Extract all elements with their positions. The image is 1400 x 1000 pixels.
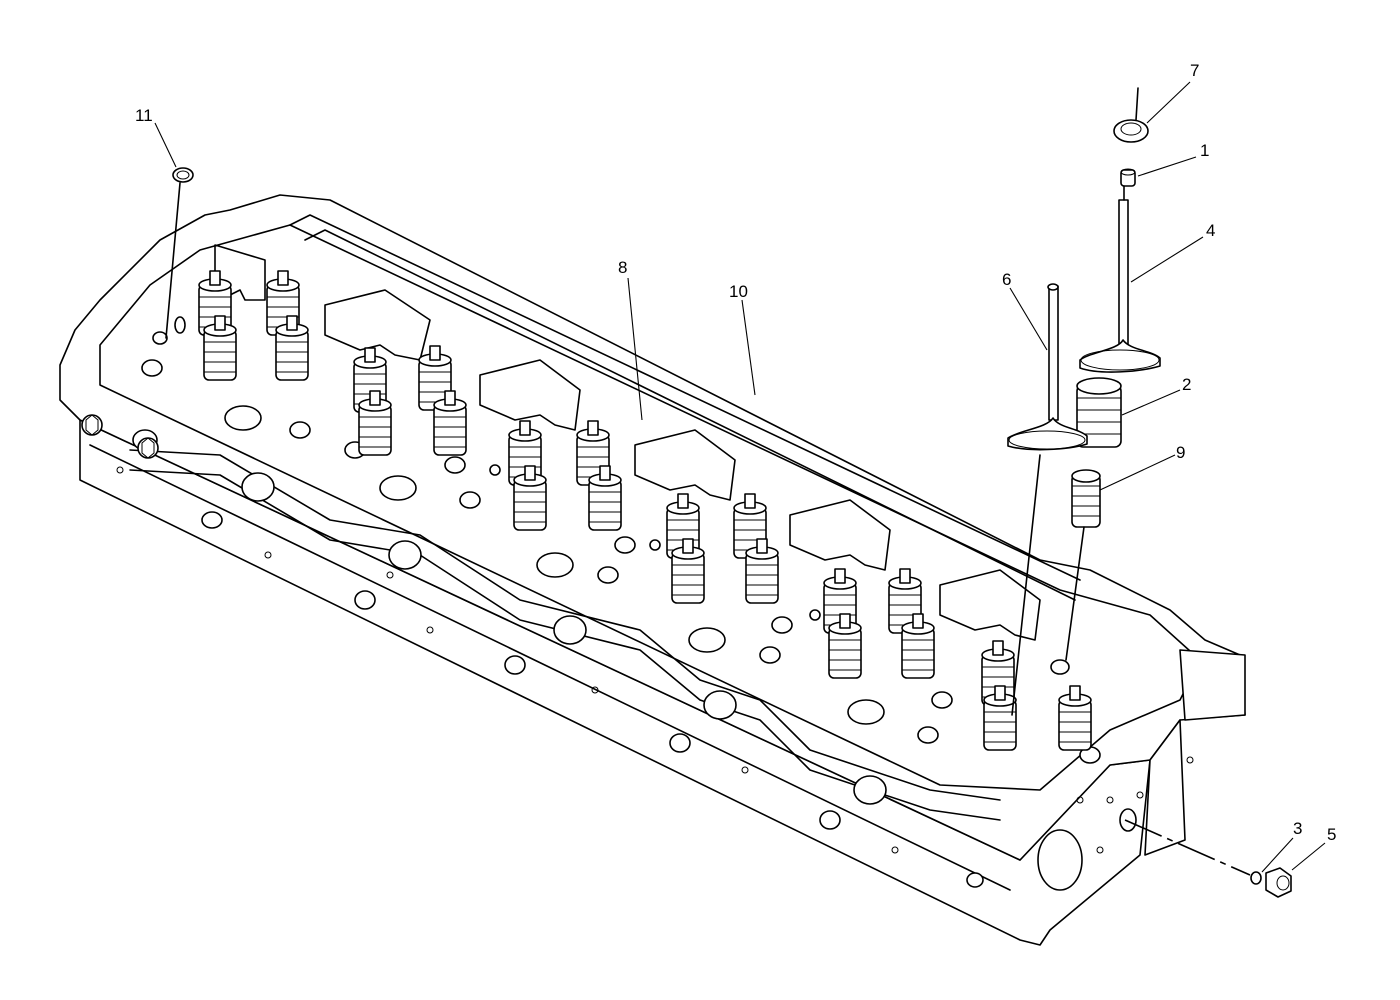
callout-8: 8 [618, 258, 627, 277]
part-11-o-ring [165, 167, 194, 339]
callout-labels: 11 7 1 4 6 2 9 8 10 3 5 [135, 61, 1336, 844]
valve-spring-stacks [198, 270, 1092, 751]
part-7-retainer-cap [1113, 87, 1149, 143]
callout-2: 2 [1182, 375, 1191, 394]
callout-7: 7 [1190, 61, 1199, 80]
part-3-washer [1250, 871, 1262, 885]
plug-axis-line [1124, 819, 1251, 876]
callout-10: 10 [729, 282, 748, 301]
callout-9: 9 [1176, 443, 1185, 462]
callout-3: 3 [1293, 819, 1302, 838]
callout-1: 1 [1200, 141, 1209, 160]
part-5-plug [1265, 867, 1292, 898]
part-2-valve-spring [1076, 377, 1122, 448]
spring-row-5 [823, 568, 935, 679]
spring-row-1 [198, 270, 309, 381]
spring-row-2 [353, 345, 467, 456]
spring-row-6 [981, 640, 1092, 751]
callout-5: 5 [1327, 825, 1336, 844]
leader-lines [154, 81, 1326, 873]
side-face-holes [116, 429, 1194, 891]
callout-6: 6 [1002, 270, 1011, 289]
part-4-valve [1079, 185, 1161, 373]
deck-holes [81, 316, 1101, 764]
part-6-valve [1007, 283, 1088, 716]
part-9-inner-spring [1050, 469, 1101, 675]
callout-4: 4 [1206, 221, 1215, 240]
part-1-valve-keeper [1120, 168, 1136, 187]
callout-11: 11 [135, 106, 153, 125]
spring-row-3 [508, 420, 622, 531]
spring-row-4 [666, 493, 779, 604]
